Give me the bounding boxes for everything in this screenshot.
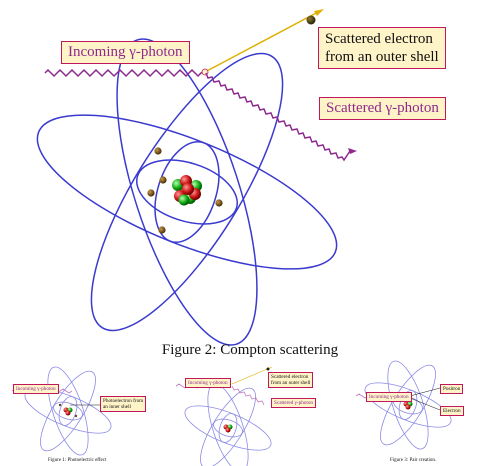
thumb2-scattered-electron-line1: Scattered electron (271, 374, 309, 380)
orbit-outer-3 (116, 38, 258, 346)
orbit-ellipses (36, 38, 338, 346)
scattered-electron-label-line1: Scattered electron (325, 31, 433, 47)
thumb2-scattered-electron-label: Scattered electron from an outer shell (268, 372, 314, 388)
thumb3-caption: Figure 3: Pair creation. (390, 458, 437, 463)
neutron (178, 194, 190, 206)
scattered-electron-label: Scattered electron from an outer shell (318, 27, 446, 69)
thumb1-caption: Figure 1: Photoelectric effect (48, 458, 107, 463)
thumb1-photoelectron-label: Photoelectron from an inner shell (100, 396, 147, 412)
incoming-photon-wave (44, 68, 205, 78)
orbit-inner-2 (154, 140, 220, 244)
orbit-inner-1 (135, 159, 239, 225)
scattered-electron-label-line2: from an outer shell (325, 49, 439, 65)
orbit-outer-2 (90, 52, 284, 332)
thumb1-photoelectron-line1: Photoelectron from (103, 398, 144, 404)
thumb1-incoming-label: Incoming γ-photon (13, 384, 59, 394)
electron-3 (147, 189, 155, 197)
scattered-photon-arrowhead (348, 148, 357, 154)
electron-1 (154, 147, 162, 155)
thumb2-scattered-electron-line2: from an outer shell (271, 380, 311, 386)
proton (182, 183, 194, 195)
scattered-electron (306, 15, 316, 25)
scattered-photon-wave (205, 72, 351, 162)
figure-caption: Figure 2: Compton scattering (161, 342, 339, 358)
electron-5 (158, 226, 166, 234)
incoming-photon-label: Incoming γ-photon (61, 41, 190, 64)
scattered-electron-arrowhead (314, 9, 324, 16)
thumbnail-3-diagram (355, 360, 452, 450)
thumb2-incoming-label: Incoming γ-photon (185, 378, 231, 388)
scattered-electron-track (204, 11, 319, 73)
thumb1-photoelectron-line2: an inner shell (103, 404, 131, 410)
electron-2 (159, 176, 167, 184)
thumb3-electron-label: Electron (440, 406, 464, 416)
thumb2-scattered-photon-label: Scattered γ-photon (271, 398, 317, 408)
nucleus (172, 175, 202, 206)
thumb3-positron-label: Positron (440, 384, 464, 394)
scattered-photon-label: Scattered γ-photon (319, 97, 446, 120)
thumb3-incoming-label: Incoming γ-photon (366, 392, 412, 402)
electron-4 (215, 199, 223, 207)
